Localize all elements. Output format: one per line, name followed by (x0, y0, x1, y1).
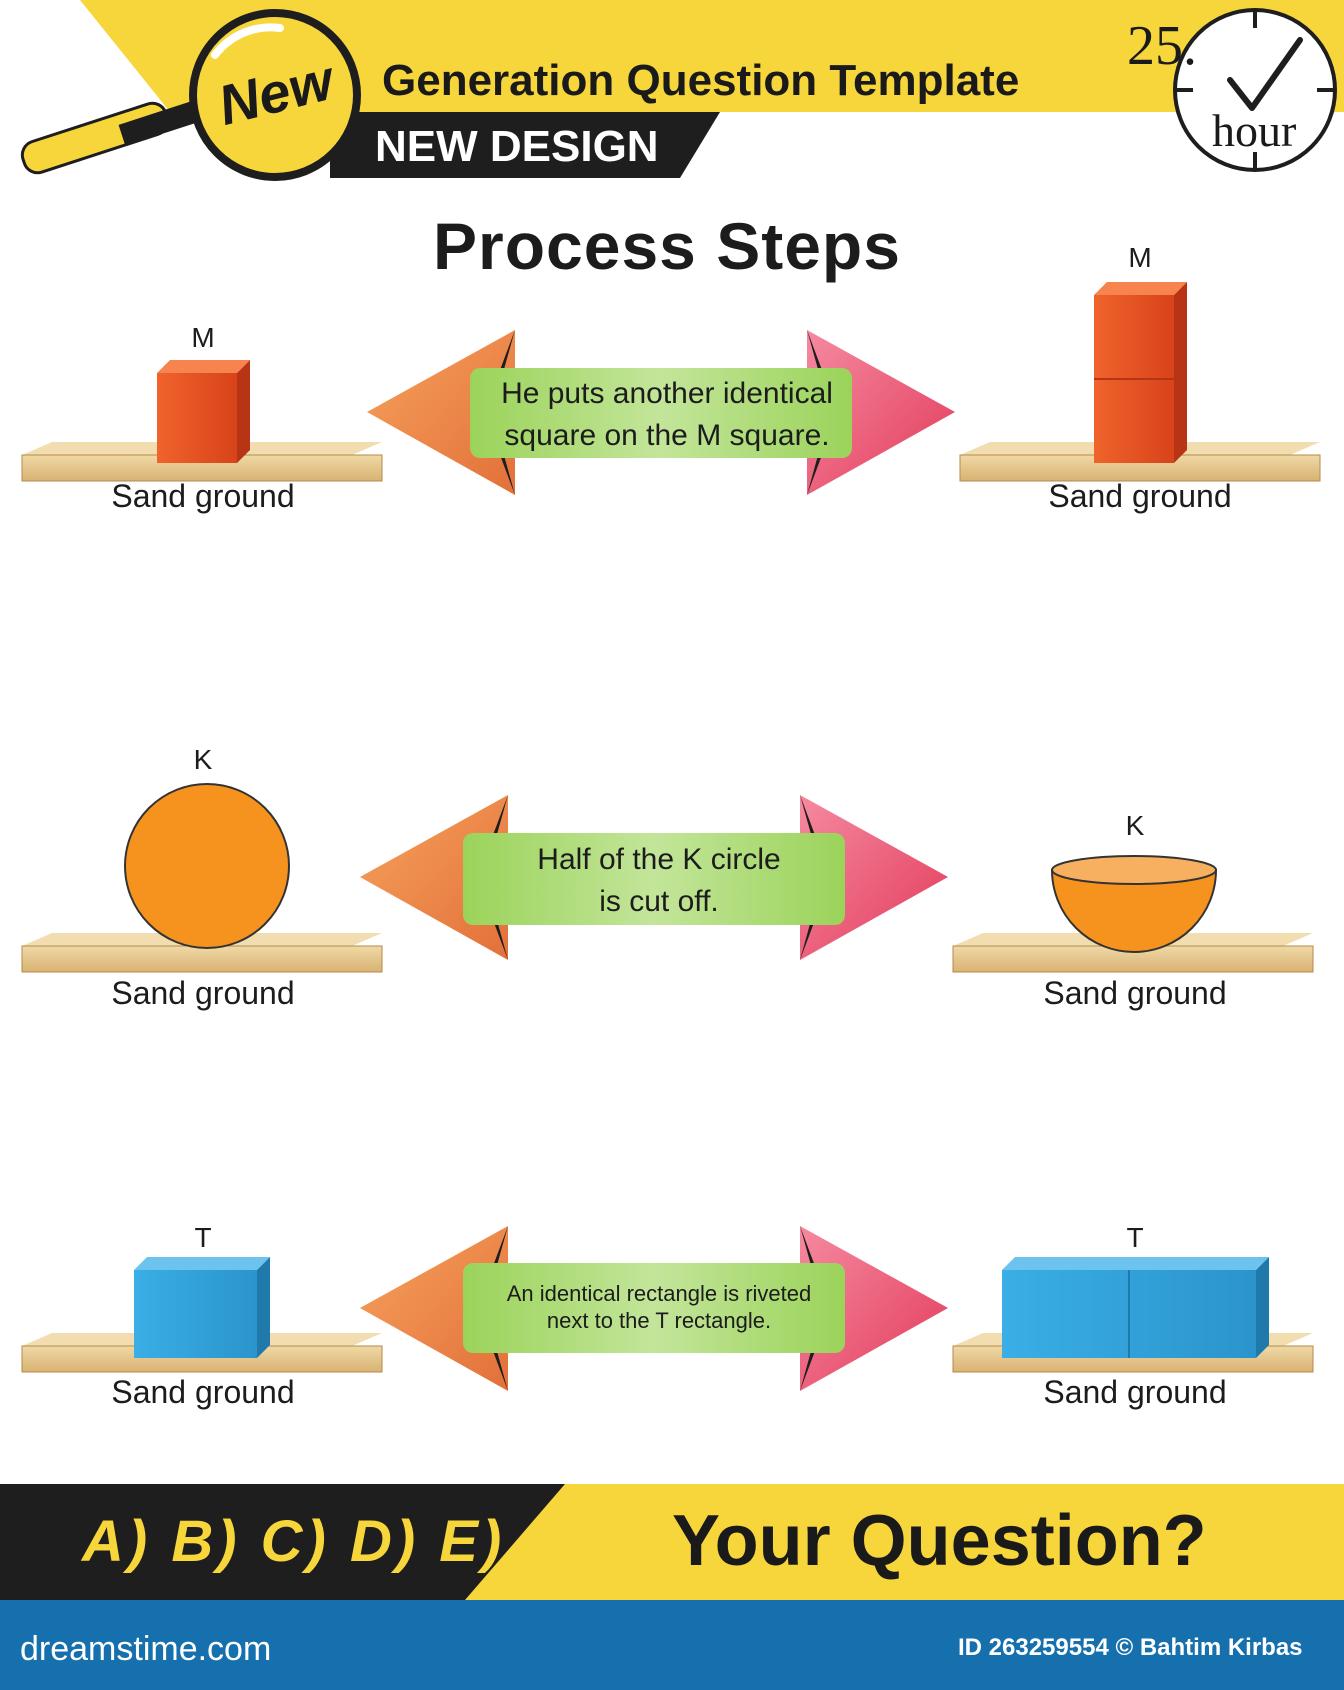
clock-number: 25. (1127, 15, 1197, 77)
header-title: Generation Question Template (382, 56, 1020, 105)
answer-bar-dark (0, 1484, 565, 1600)
object-label: K (193, 744, 213, 775)
page-title: Process Steps (433, 209, 901, 283)
ground-label: Sand ground (111, 478, 295, 514)
row-2 (21, 783, 1314, 973)
orange-square-block (157, 360, 250, 463)
double-arrow (360, 795, 948, 960)
orange-half-circle (1050, 855, 1218, 953)
arrow-text-line-2: is cut off. (599, 885, 719, 918)
row-1 (21, 282, 1321, 495)
answer-options[interactable]: A) B) C) D) E) (82, 1509, 506, 1574)
header-subtitle: NEW DESIGN (375, 122, 659, 171)
object-label: T (194, 1222, 212, 1253)
blue-double-rectangle-block (1002, 1257, 1269, 1358)
footer-logo[interactable]: dreamstime.com (20, 1630, 272, 1668)
sand-platform (21, 933, 383, 973)
arrow-text-line-1: Half of the K circle (537, 843, 781, 876)
arrow-text-line-2: next to the T rectangle. (546, 1308, 772, 1333)
ground-label: Sand ground (1043, 1374, 1227, 1410)
double-arrow (360, 1226, 948, 1391)
ground-label: Sand ground (1043, 975, 1227, 1011)
object-label: M (191, 322, 215, 353)
object-label: M (1128, 242, 1152, 273)
header-dark-band (330, 112, 720, 178)
object-label: T (1126, 1222, 1144, 1253)
ground-label: Sand ground (111, 975, 295, 1011)
ground-label: Sand ground (1048, 478, 1232, 514)
arrow-text-line-2: square on the M square. (504, 419, 830, 452)
blue-rectangle-block (134, 1257, 270, 1358)
arrow-text-line-1: He puts another identical (501, 377, 833, 410)
question-prompt: Your Question? (672, 1501, 1207, 1581)
footer-credit: ID 263259554 © Bahtim Kirbas (958, 1634, 1303, 1661)
double-arrow (367, 330, 955, 495)
ground-label: Sand ground (111, 1374, 295, 1410)
magnifier-icon (20, 9, 361, 181)
clock-unit: hour (1212, 105, 1297, 156)
clock-icon (1173, 8, 1337, 172)
arrow-text-line-1: An identical rectangle is riveted (506, 1281, 812, 1306)
row-3 (21, 1226, 1314, 1391)
header-yellow-band (80, 0, 1344, 112)
orange-circle (124, 783, 290, 949)
orange-stacked-block (1094, 282, 1187, 463)
footer-bar (0, 1600, 1344, 1690)
object-label: K (1125, 810, 1145, 841)
